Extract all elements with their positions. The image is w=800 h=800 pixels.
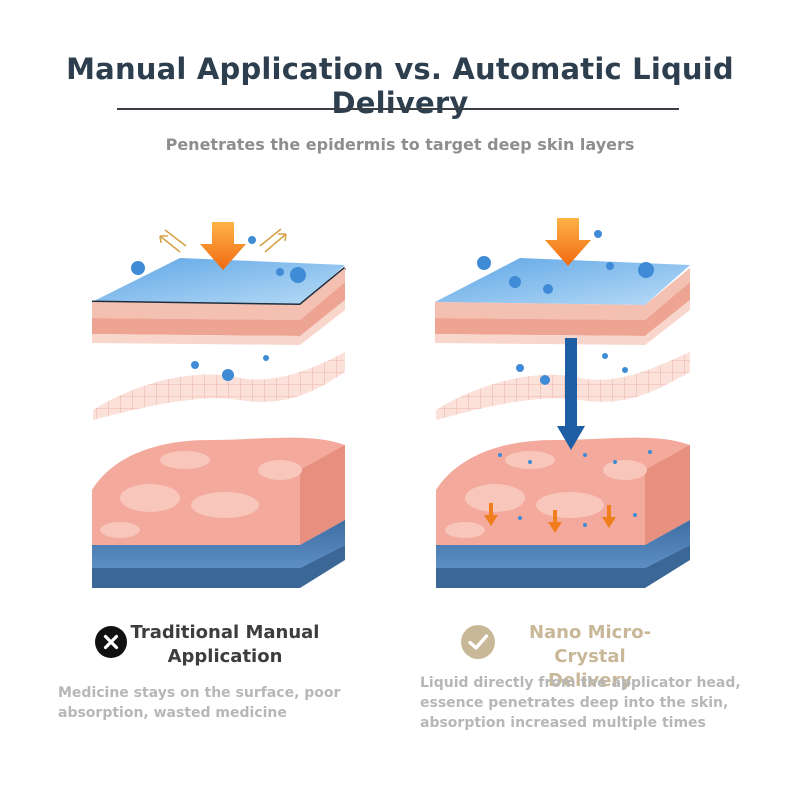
left-caption-line1: Traditional Manual <box>130 622 320 643</box>
right-penetration-arrow-icon <box>557 338 585 450</box>
right-liquid-droplets <box>477 230 654 527</box>
left-caption-line2: Application <box>167 646 283 667</box>
right-deep-arrows-icon <box>484 503 616 533</box>
right-description-line1: Liquid directly from the applicator head… <box>420 675 741 691</box>
right-description: Liquid directly from the applicator head… <box>420 673 780 733</box>
right-application-arrow-icon <box>545 218 591 266</box>
check-circle-icon <box>461 625 495 659</box>
x-circle-icon <box>95 626 127 658</box>
skin-layer-illustration <box>91 218 690 588</box>
left-application-arrow-icon <box>200 222 246 270</box>
left-dermis-grid-layer <box>93 352 345 420</box>
left-description-line2: absorption, wasted medicine <box>58 705 287 721</box>
right-epidermis-layer <box>435 258 690 345</box>
right-description-line3: absorption increased multiple times <box>420 715 706 731</box>
left-epidermis-layer <box>91 258 346 345</box>
page-title: Manual Application vs. Automatic Liquid … <box>66 52 734 120</box>
left-deep-tissue-block <box>92 437 345 588</box>
left-description: Medicine stays on the surface, poor abso… <box>58 683 388 723</box>
right-dermis-grid-layer <box>436 352 690 420</box>
title-divider <box>117 108 679 110</box>
right-illustration <box>435 218 690 588</box>
left-description-line1: Medicine stays on the surface, poor <box>58 685 341 701</box>
right-caption-line2: Delivery <box>547 670 633 691</box>
right-deep-tissue-block <box>436 437 690 588</box>
left-caption: Traditional Manual Application <box>130 621 320 669</box>
left-illustration <box>91 222 346 588</box>
right-description-line2: essence penetrates deep into the skin, <box>420 695 729 711</box>
left-reflection-arrows-icon <box>159 228 287 253</box>
right-caption-line1: Nano Micro-Crystal <box>528 622 652 667</box>
right-caption: Nano Micro-Crystal Delivery <box>495 621 685 693</box>
left-liquid-droplets <box>131 236 306 381</box>
page-subtitle: Penetrates the epidermis to target deep … <box>165 135 635 154</box>
